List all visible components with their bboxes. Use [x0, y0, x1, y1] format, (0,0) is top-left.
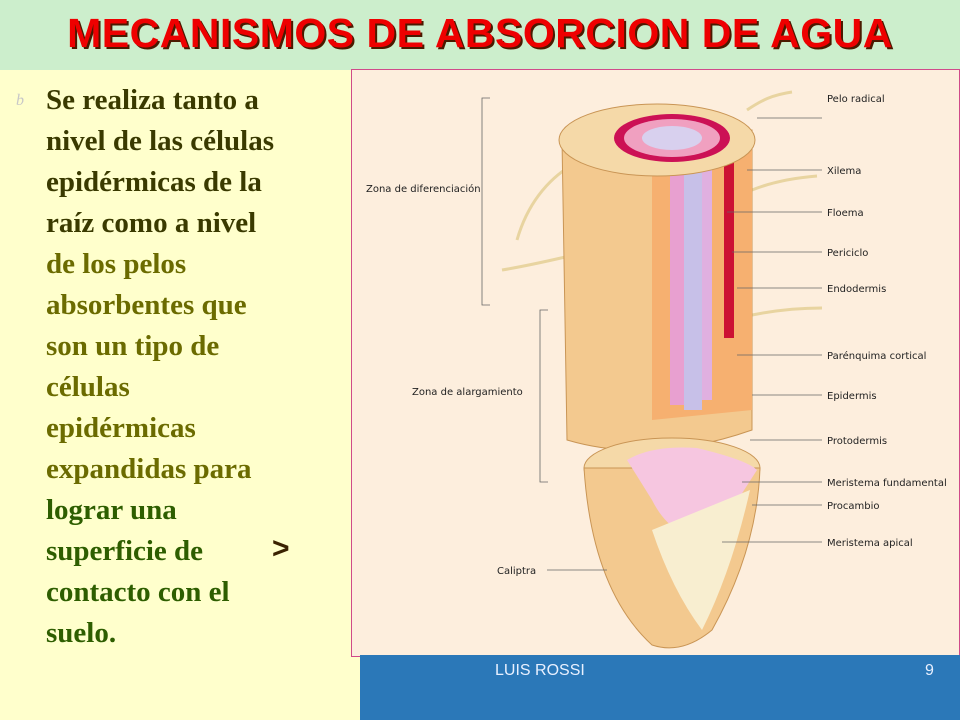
root-hair — [751, 306, 823, 317]
zone-label: Zona de diferenciación — [366, 183, 481, 195]
slide-title: MECANISMOS DE ABSORCION DE AGUA — [67, 10, 893, 56]
label-periciclo: Periciclo — [827, 248, 868, 259]
label-floema: Floema — [827, 208, 864, 219]
root-hair — [501, 253, 575, 272]
zone-bracket — [539, 309, 548, 483]
label-meristema-fundamental: Meristema fundamental — [827, 478, 947, 489]
label-procambio: Procambio — [827, 501, 879, 512]
root-illustration: Zona de diferenciación Zona de alargamie… — [366, 90, 947, 649]
bullet-marker: b — [16, 92, 24, 109]
label-protodermis: Protodermis — [827, 436, 887, 447]
label-caliptra: Caliptra — [497, 566, 536, 577]
xylem-core — [642, 126, 702, 150]
label-epidermis: Epidermis — [827, 391, 877, 402]
text-line: de los pelos — [46, 248, 187, 280]
text-line: expandidas para — [46, 453, 252, 485]
footer-author: LUIS ROSSI — [495, 662, 585, 679]
text-line: son un tipo de — [46, 330, 220, 362]
apical-meristem — [652, 490, 750, 630]
footer-bar — [360, 655, 960, 720]
text-line: suelo. — [46, 617, 117, 649]
text-line: superficie de — [46, 535, 204, 567]
text-line: epidérmicas — [46, 412, 196, 444]
text-line: contacto con el — [46, 576, 230, 608]
label-pelo-radical: Pelo radical — [827, 94, 885, 105]
label-xilema: Xilema — [827, 166, 861, 177]
title-bar — [0, 0, 960, 70]
text-line: lograr una — [46, 494, 177, 526]
page-number: 9 — [925, 662, 934, 679]
text-line: absorbentes que — [46, 289, 247, 321]
label-parenquima: Parénquima cortical — [827, 350, 926, 362]
root-diagram: Zona de diferenciación Zona de alargamie… — [351, 69, 960, 657]
bullet-text: Se realiza tanto a nivel de las células … — [46, 80, 346, 654]
xylem-strip — [684, 145, 702, 410]
pericycle-strip — [702, 145, 712, 400]
phloem-strip — [670, 145, 684, 405]
text-line: Se realiza tanto a — [46, 84, 259, 116]
text-line: raíz como a nivel — [46, 207, 257, 239]
root-hair — [751, 174, 818, 192]
greater-than-symbol: > — [272, 532, 290, 565]
label-meristema-apical: Meristema apical — [827, 538, 913, 549]
label-endodermis: Endodermis — [827, 284, 886, 295]
endodermis-strip — [724, 138, 734, 338]
text-line: células — [46, 371, 130, 403]
zone-bracket — [481, 97, 490, 306]
text-line: nivel de las células — [46, 125, 274, 157]
text-line: epidérmicas de la — [46, 166, 262, 198]
root-hair — [746, 90, 793, 112]
zone-label: Zona de alargamiento — [412, 387, 523, 398]
